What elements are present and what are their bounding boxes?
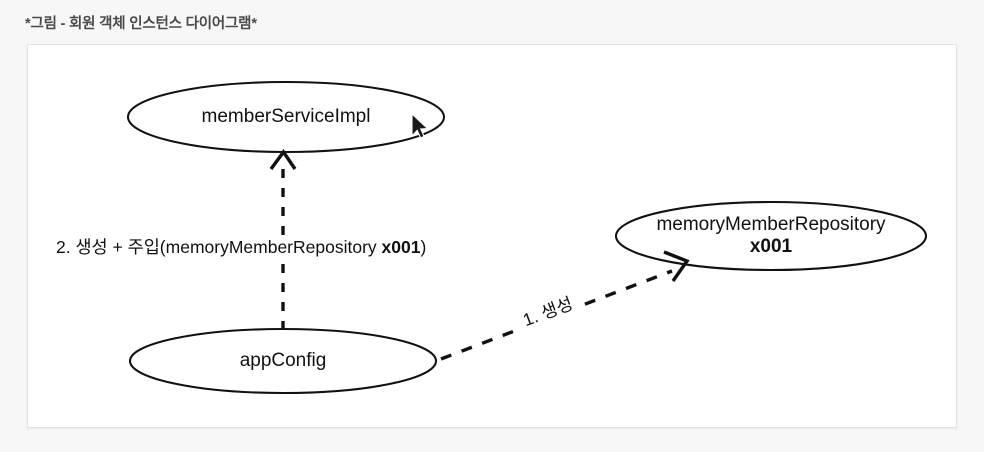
node-app-config-text: appConfig <box>239 350 327 371</box>
edge-create-inject-label-suffix: ) <box>420 237 427 257</box>
node-member-service-impl-text: memberServiceImpl <box>201 106 371 127</box>
edge-create-inject-label-prefix: 2. 생성 + 주입(memoryMemberRepository <box>56 237 382 257</box>
node-memory-member-repository-text: memoryMemberRepository <box>656 214 886 235</box>
node-app-config-label: appConfig <box>130 350 436 372</box>
edge-create-inject-label-text: 2. 생성 + 주입(memoryMemberRepository x001) <box>53 237 430 257</box>
page-title: *그림 - 회원 객체 인스턴스 다이어그램* <box>25 16 257 32</box>
node-member-service-impl-label: memberServiceImpl <box>128 106 444 128</box>
edge-create-inject-label-bold: x001 <box>381 237 421 257</box>
node-memory-member-repository-label: memoryMemberRepository x001 <box>616 214 926 258</box>
node-memory-member-repository-id: x001 <box>749 236 793 257</box>
edge-create-inject-label: 2. 생성 + 주입(memoryMemberRepository x001) <box>53 234 430 259</box>
